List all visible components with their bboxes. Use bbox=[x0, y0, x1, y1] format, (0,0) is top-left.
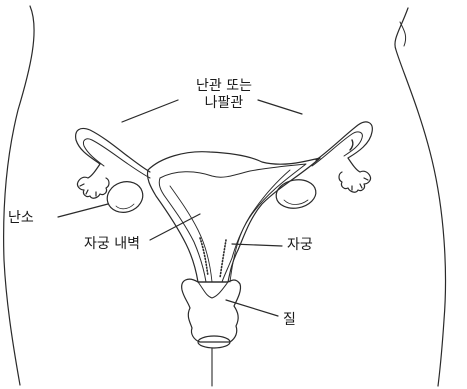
vagina-label: 질 bbox=[283, 312, 296, 329]
fallopian-tube-label-line2: 나팔관 bbox=[174, 95, 274, 112]
uterus-outline bbox=[147, 152, 320, 282]
ovary-label: 난소 bbox=[8, 210, 34, 227]
leader-line-tube-left bbox=[122, 100, 178, 122]
leader-line-vagina bbox=[226, 300, 278, 316]
right-fallopian-tube bbox=[316, 122, 372, 160]
endometrium-label: 자궁 내벽 bbox=[84, 236, 140, 253]
right-ovary bbox=[274, 177, 318, 212]
leader-line-ovary bbox=[58, 204, 108, 217]
body-outline-left bbox=[4, 6, 34, 385]
fallopian-tube-label-line1: 난관 또는 bbox=[174, 78, 274, 95]
leader-line-endometrium bbox=[150, 214, 200, 240]
fallopian-tube-label: 난관 또는 나팔관 bbox=[174, 78, 274, 112]
uterus-label: 자궁 bbox=[287, 237, 313, 254]
vagina-outline bbox=[182, 279, 241, 342]
left-ovary bbox=[103, 177, 147, 217]
body-outline-right bbox=[395, 8, 446, 386]
